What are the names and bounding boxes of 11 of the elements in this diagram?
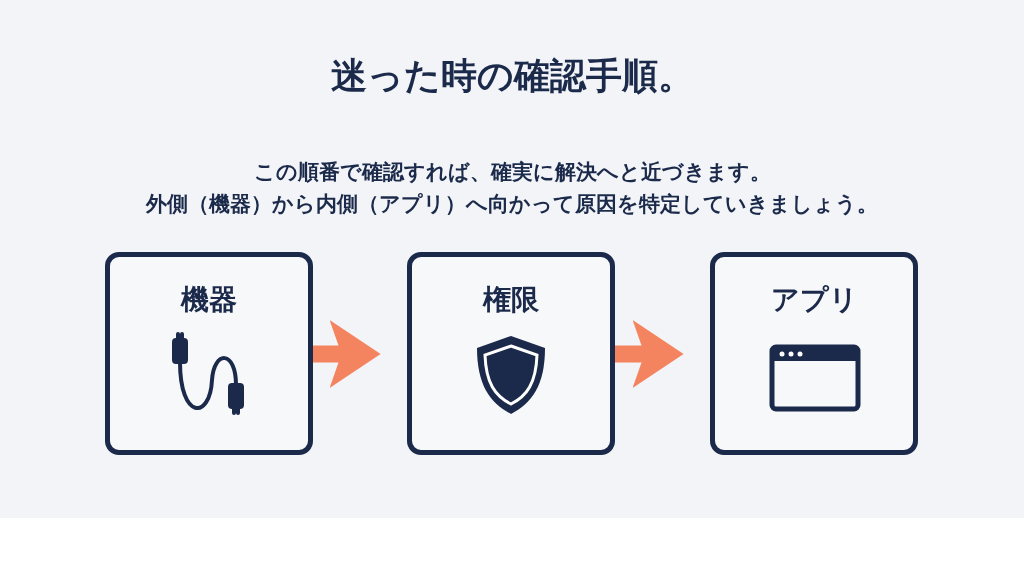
arrow xyxy=(615,320,684,388)
subtitle-text: 外側（機器）から内側（アプリ）へ向かって原因を特定していきましょう。 xyxy=(144,191,879,218)
step-title: 機器 xyxy=(179,282,238,318)
step-box xyxy=(407,252,615,455)
arrow xyxy=(313,320,381,388)
step-box xyxy=(105,252,313,455)
step-title: アプリ xyxy=(769,282,859,318)
title: 迷った時の確認手順。 xyxy=(329,54,695,98)
step-box xyxy=(710,252,918,455)
step-title: 権限 xyxy=(481,282,540,318)
subtitle-text: この順番で確認すれば、確実に解決へと近づきます。 xyxy=(252,159,772,186)
